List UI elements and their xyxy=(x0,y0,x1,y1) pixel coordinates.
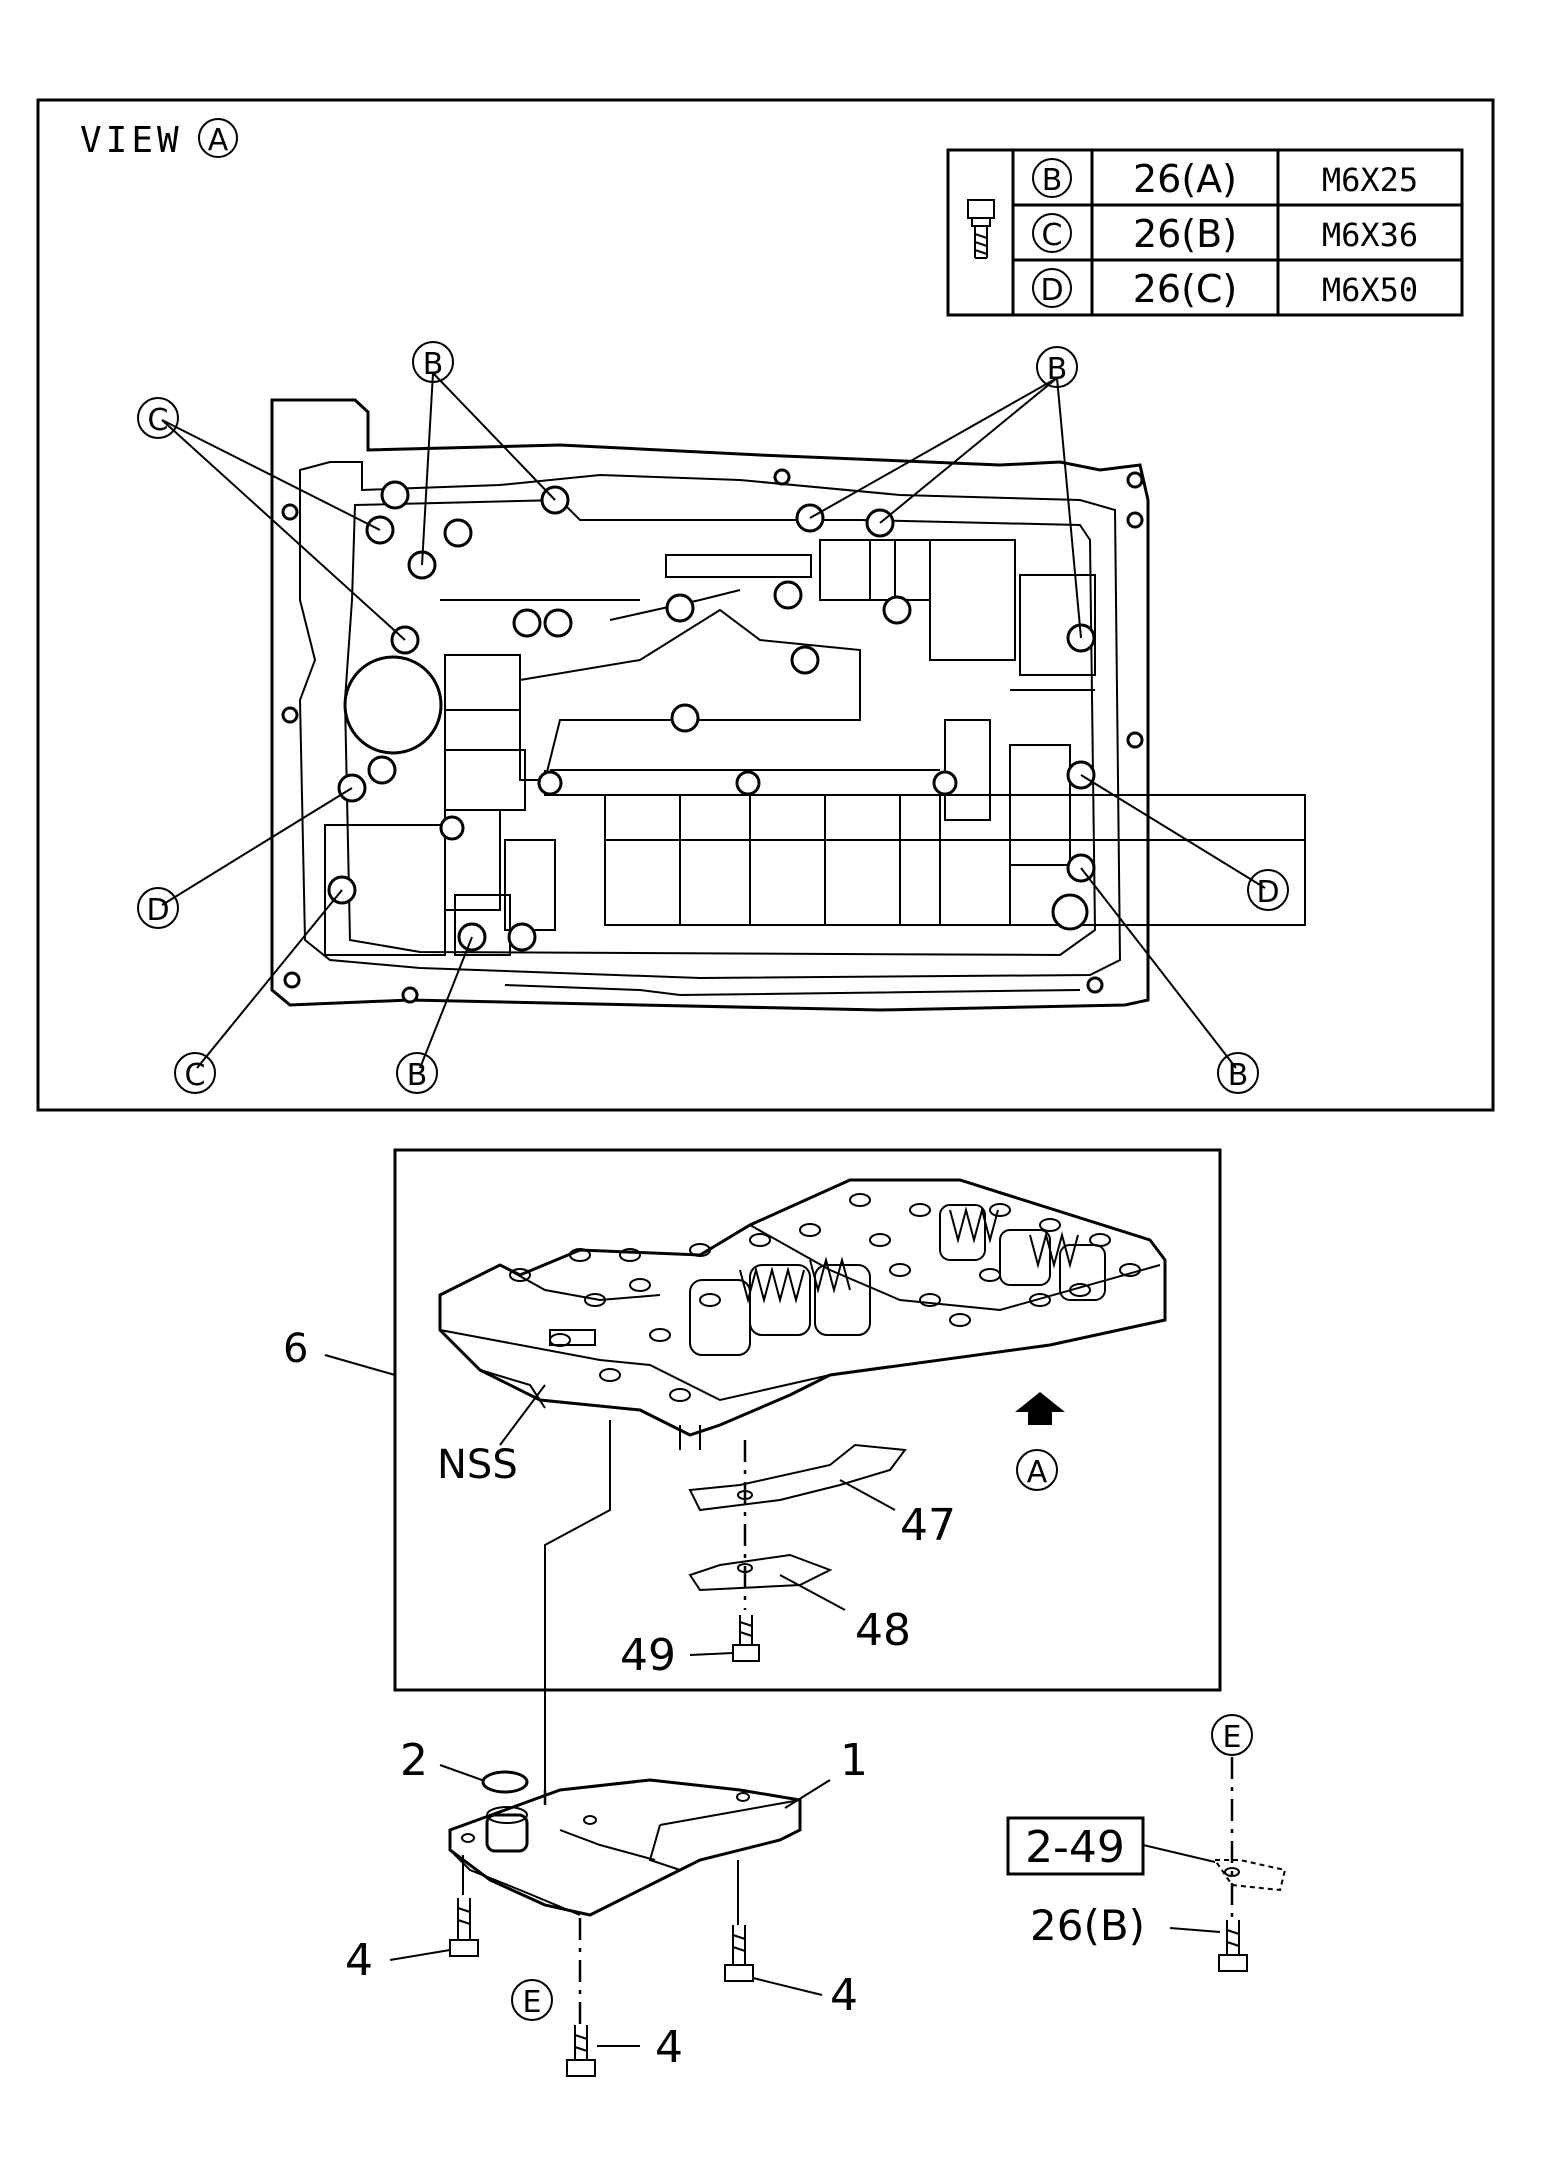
strainer-1 xyxy=(448,1778,802,1917)
callout-c-bottom-left: C xyxy=(174,1052,216,1094)
bolt-26b-icon xyxy=(1218,1920,1248,1972)
view-a-arrow-label: A xyxy=(1027,1455,1048,1490)
svg-text:B: B xyxy=(423,347,444,382)
svg-text:E: E xyxy=(523,1985,542,2020)
legend-size-m6x25: M6X25 xyxy=(1322,161,1418,199)
bolt-legend-table: B 26(A) M6X25 C 26(B) M6X36 D 26(C) M6X5… xyxy=(946,148,1464,317)
svg-text:B: B xyxy=(1228,1058,1249,1093)
part-label-1: 1 xyxy=(840,1735,868,1786)
callout-d-left: D xyxy=(137,887,179,929)
ref-box-2-49: 2-49 xyxy=(1006,1816,1145,1876)
valve-body-3d xyxy=(438,1178,1167,1450)
part-label-26b: 26(B) xyxy=(1030,1901,1145,1950)
legend-marker-c: C xyxy=(1042,218,1063,253)
legend-marker-d: D xyxy=(1040,273,1063,308)
svg-text:A: A xyxy=(208,123,229,158)
legend-part-26b: 26(B) xyxy=(1133,212,1237,256)
svg-text:B: B xyxy=(407,1058,428,1093)
bolt-4-left-icon xyxy=(449,1898,479,1957)
legend-marker-b: B xyxy=(1042,163,1063,198)
svg-text:D: D xyxy=(1256,875,1279,910)
part-label-4-left: 4 xyxy=(345,1935,373,1986)
view-title: VIEW xyxy=(80,120,183,161)
callout-e-right: E xyxy=(1211,1714,1253,1756)
legend-part-26c: 26(C) xyxy=(1133,267,1238,311)
part-label-2: 2 xyxy=(400,1735,428,1786)
part-label-6: 6 xyxy=(283,1326,308,1372)
top-leader-lines xyxy=(161,372,1266,1069)
callout-b-bottom-right: B xyxy=(1217,1052,1259,1094)
valve-body-plan-view xyxy=(270,398,1306,1012)
view-a-arrow: A xyxy=(1015,1392,1065,1491)
bolt-4-right-icon xyxy=(724,1925,754,1982)
leader-1 xyxy=(784,1779,831,1809)
part-label-4-bottom: 4 xyxy=(655,2022,683,2073)
bracket-48 xyxy=(688,1553,833,1592)
valve-body-frame xyxy=(393,1148,1222,1692)
svg-text:C: C xyxy=(148,403,169,438)
callout-e-bottom: E xyxy=(511,1979,553,2021)
bracket-47 xyxy=(688,1443,907,1512)
legend-size-m6x50: M6X50 xyxy=(1322,271,1418,309)
view-a-frame xyxy=(36,98,1495,1112)
svg-text:C: C xyxy=(185,1058,206,1093)
callout-b-top-right: B xyxy=(1036,346,1078,388)
bolt-49-icon xyxy=(732,1615,760,1662)
svg-text:B: B xyxy=(1047,352,1068,387)
legend-part-26a: 26(A) xyxy=(1133,157,1237,201)
part-label-47: 47 xyxy=(900,1500,956,1551)
callout-d-right: D xyxy=(1247,869,1289,911)
callout-b-bottom-center: B xyxy=(396,1052,438,1094)
bolt-4-bottom-icon xyxy=(566,2025,596,2077)
svg-text:E: E xyxy=(1223,1720,1242,1755)
leader-2 xyxy=(439,1764,483,1781)
view-title-marker: A xyxy=(198,118,238,158)
bracket-ground-terminal xyxy=(1213,1859,1287,1892)
part-label-49: 49 xyxy=(620,1630,676,1681)
svg-text:D: D xyxy=(146,893,169,928)
middle-leader-lines xyxy=(324,1354,896,1790)
legend-size-m6x36: M6X36 xyxy=(1322,216,1418,254)
callout-b-top-left: B xyxy=(412,341,454,383)
svg-text:2-49: 2-49 xyxy=(1025,1822,1125,1873)
part-label-4-right: 4 xyxy=(830,1970,858,2021)
o-ring-2 xyxy=(481,1770,529,1794)
part-label-nss: NSS xyxy=(437,1442,518,1488)
callout-c-left: C xyxy=(137,397,179,439)
part-label-48: 48 xyxy=(855,1605,911,1656)
bolt-icon xyxy=(967,199,995,259)
